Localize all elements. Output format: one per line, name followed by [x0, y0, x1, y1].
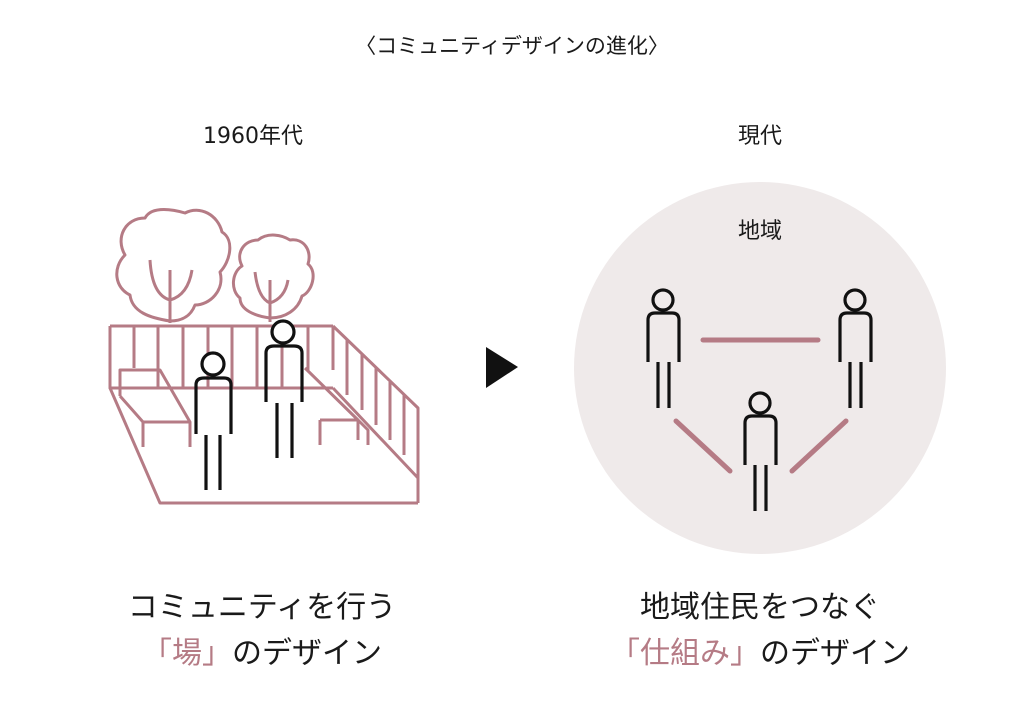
region-circle [574, 182, 946, 554]
caption-line: 「仕組み」のデザイン [560, 631, 960, 677]
side-fence [331, 324, 420, 503]
caption-left: コミュニティを行う 「場」のデザイン [62, 585, 462, 677]
connection-lines [673, 337, 849, 474]
caption-accent: 「仕組み」 [610, 636, 760, 671]
caption-line: コミュニティを行う [127, 590, 397, 625]
caption-rest: のデザイン [760, 636, 910, 671]
person-icon [838, 288, 873, 408]
caption-line: 地域住民をつなぐ [640, 590, 880, 625]
era-label-present: 現代 [737, 124, 782, 149]
region-label: 地域 [737, 219, 782, 244]
person-icon [264, 319, 304, 458]
era-label-1960s: 1960年代 [203, 124, 303, 149]
bench [118, 368, 192, 447]
tree-icon [115, 208, 232, 323]
caption-rest: のデザイン [232, 636, 382, 671]
tree-icon [232, 233, 315, 322]
person-icons-right [646, 288, 873, 511]
person-icon [743, 391, 778, 511]
ground [108, 387, 418, 505]
caption-line: 「場」のデザイン [62, 631, 462, 677]
person-icon [646, 288, 681, 408]
bench [303, 366, 370, 445]
caption-accent: 「場」 [142, 636, 232, 671]
plaza-illustration [108, 208, 420, 505]
person-icons-left [194, 319, 304, 490]
diagram-title: 〈コミュニティデザインの進化〉 [355, 34, 669, 58]
person-icon [194, 351, 233, 490]
caption-right: 地域住民をつなぐ 「仕組み」のデザイン [560, 585, 960, 677]
arrow-right-icon [486, 347, 518, 388]
